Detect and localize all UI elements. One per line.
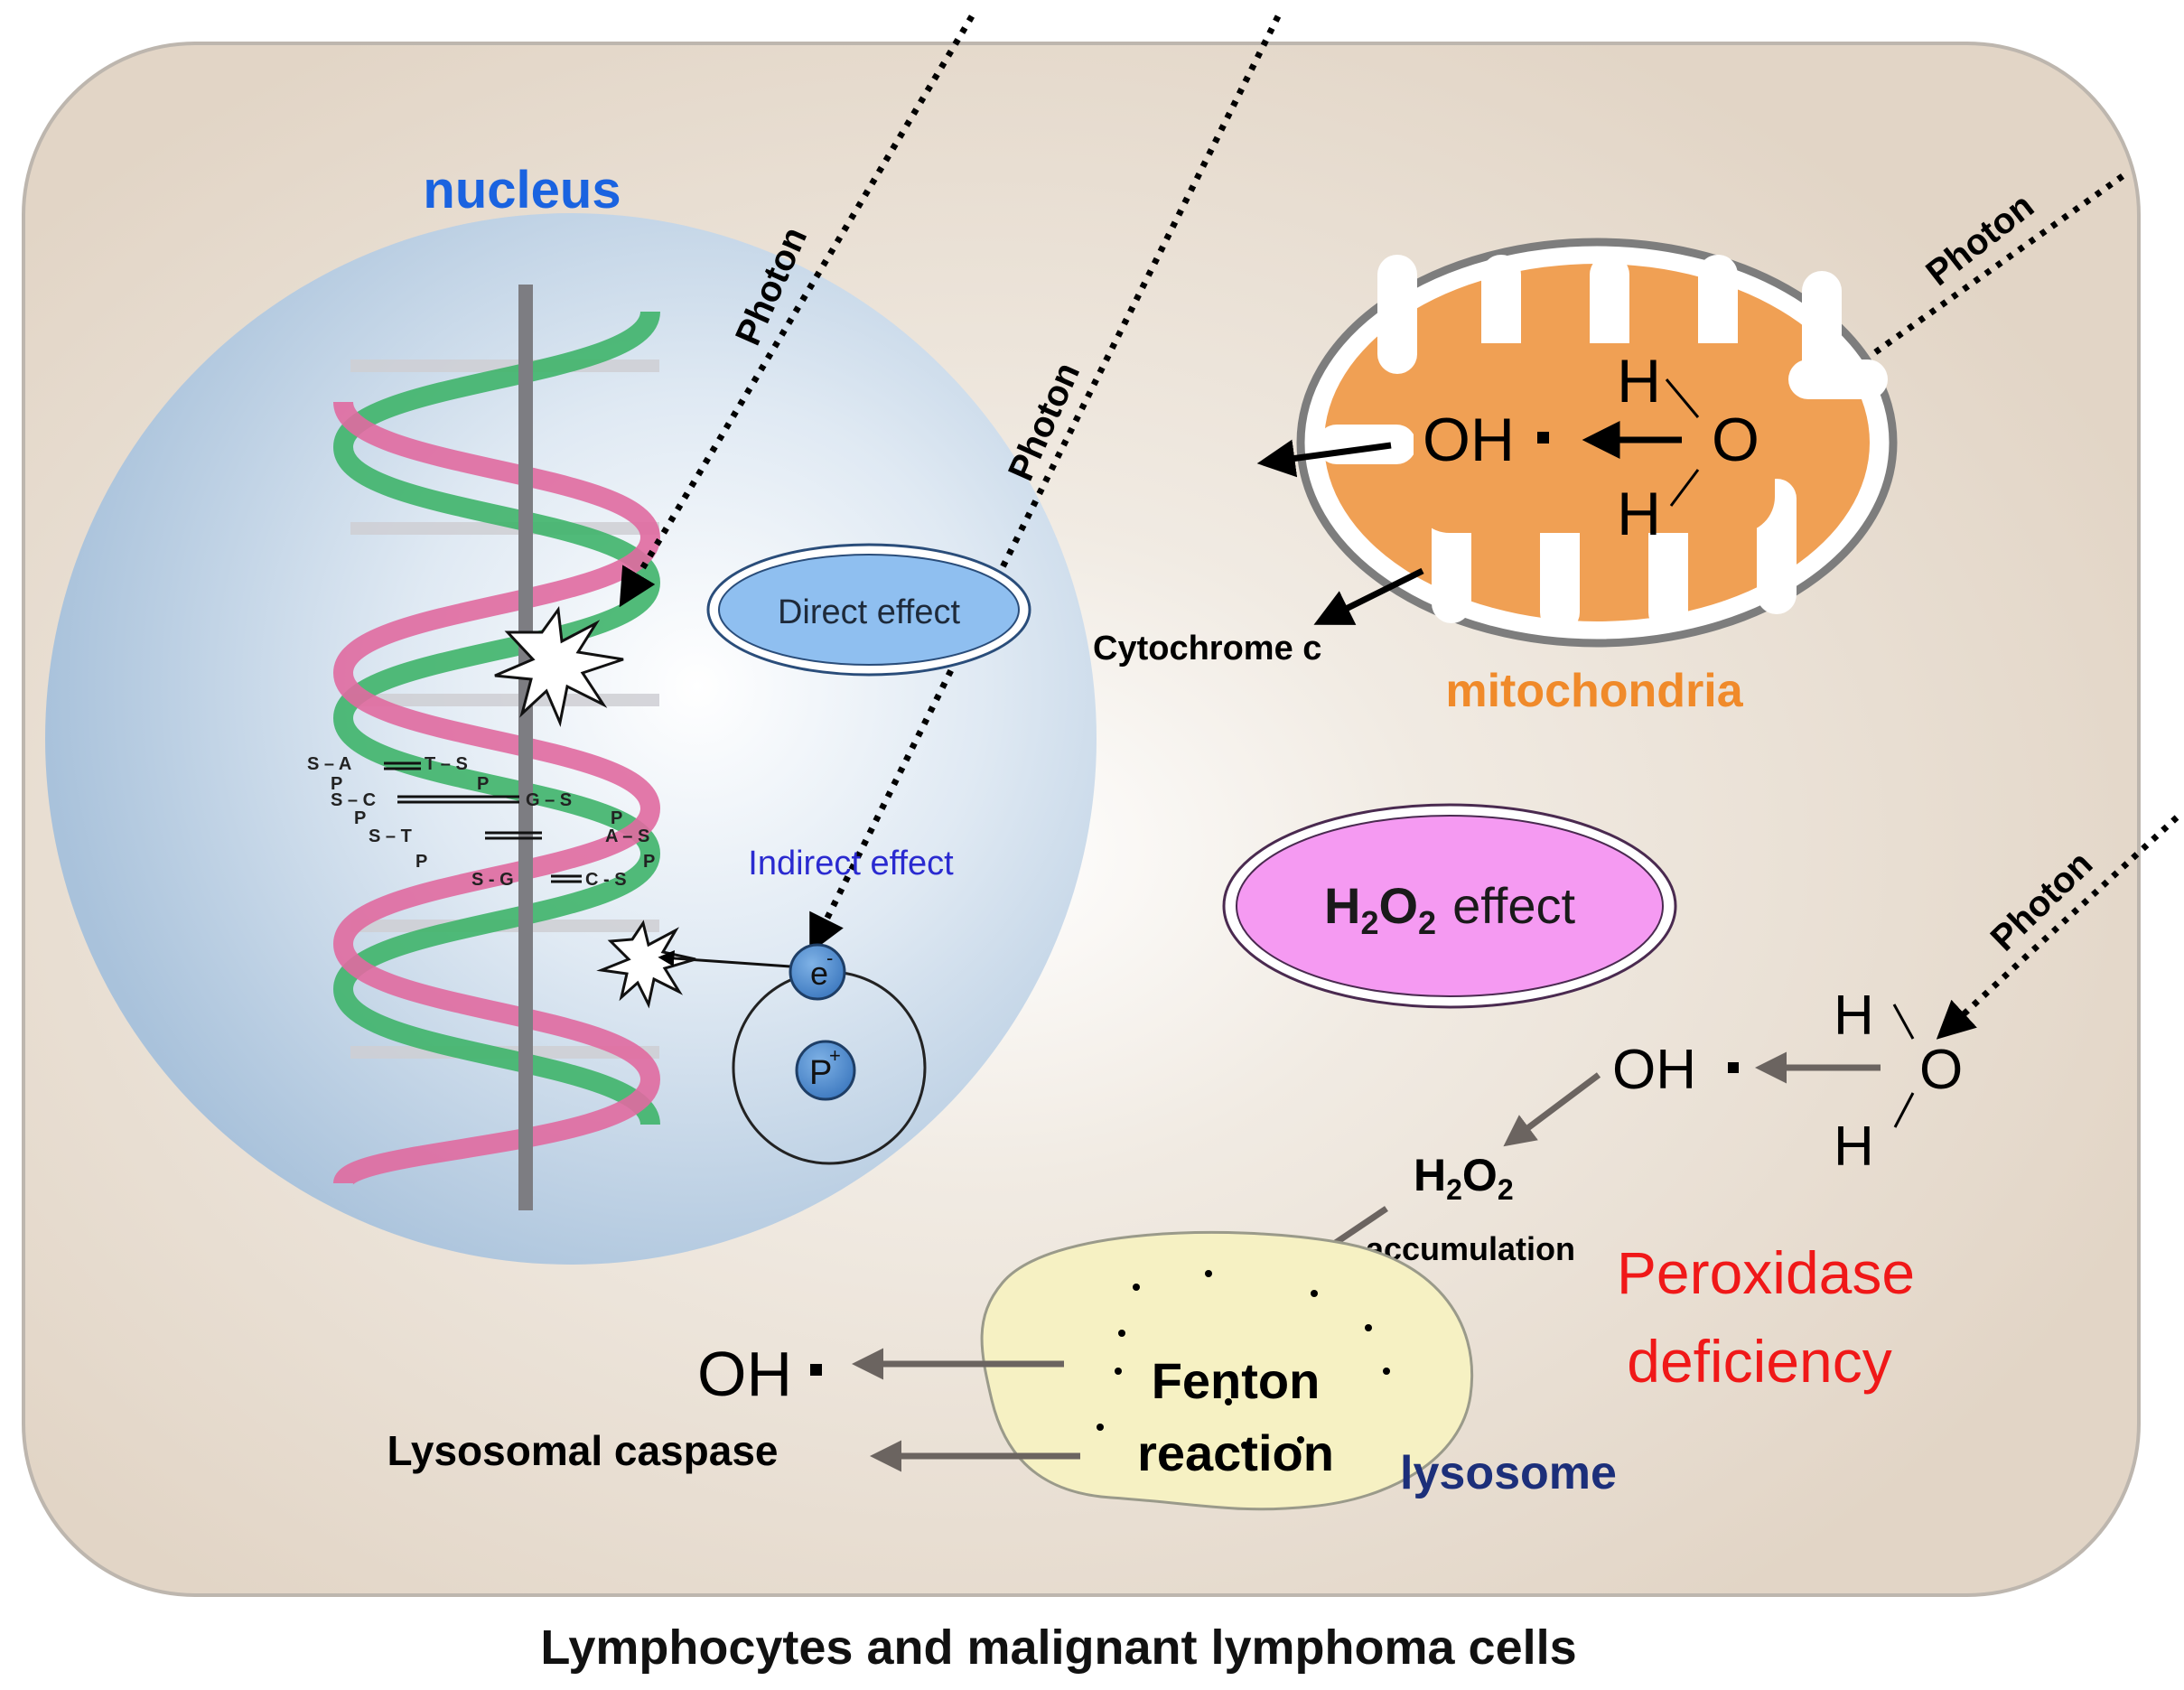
dna-base-pair: P	[354, 808, 366, 828]
lysosome-hydroxyl: OH	[697, 1339, 792, 1409]
electron-symbol: e	[810, 955, 828, 992]
proton-symbol: P	[809, 1054, 832, 1092]
mito-h-bottom: H	[1617, 480, 1661, 548]
electron-charge: -	[826, 947, 833, 969]
figure-caption: Lymphocytes and malignant lymphoma cells	[540, 1620, 1576, 1675]
dna-base-pair: T – S	[425, 754, 468, 774]
cyto-arrow-h2o2	[1503, 1072, 1601, 1147]
direct-effect-fill	[718, 554, 1020, 666]
dna-base-pair: P	[477, 774, 489, 794]
cyto-hydroxyl: OH	[1612, 1039, 1696, 1101]
h2o2-accumulation-formula: H2O2	[1414, 1150, 1514, 1206]
cyto-bond	[1892, 1004, 1915, 1040]
dna-base-pair: P	[331, 774, 342, 794]
dna-strand-pink	[332, 400, 661, 1187]
electron-to-dna-connector	[658, 950, 791, 968]
dna-strand-green	[332, 310, 661, 1126]
damage-burst-icon	[596, 920, 696, 1009]
peroxidase-line2: deficiency	[1627, 1328, 1892, 1395]
cyto-radical-dot	[1728, 1062, 1739, 1073]
dna-base-pair: P	[611, 808, 622, 828]
mito-bond	[1669, 469, 1700, 507]
h2o2-effect-fill	[1236, 815, 1664, 997]
lysosome-label: lysosome	[1400, 1447, 1617, 1499]
nucleus	[45, 213, 1097, 1265]
fenton-line1: Fenton	[1152, 1352, 1321, 1409]
dna-base-pair: S – A	[307, 754, 351, 774]
dna-base-pair: S - G	[471, 870, 514, 890]
dna-base-pair: S – C	[331, 790, 376, 810]
mito-arrow-oh-out	[1256, 439, 1392, 478]
mito-h-top: H	[1617, 347, 1661, 415]
proton-icon	[795, 1040, 856, 1101]
proton-charge: +	[829, 1044, 841, 1067]
dna-base-pair: C - S	[585, 870, 627, 890]
mito-radical-dot	[1537, 432, 1549, 444]
peroxidase-line1: Peroxidase	[1617, 1239, 1915, 1306]
mito-arrow-cyt	[1313, 567, 1424, 625]
mito-hydroxyl: OH	[1423, 406, 1515, 474]
indirect-effect-label: Indirect effect	[748, 845, 954, 882]
cyto-h-top: H	[1834, 985, 1874, 1047]
nucleus-label: nucleus	[423, 161, 621, 219]
dna-helix: S – A T – S P P S – C G – S P P S – T A …	[307, 285, 661, 1210]
mitochondria-label: mitochondria	[1445, 665, 1743, 717]
cyto-h-bottom: H	[1834, 1116, 1874, 1178]
dna-base-pair: P	[643, 852, 655, 872]
electron-icon	[789, 943, 846, 1001]
dna-base-pair: G – S	[526, 790, 572, 810]
fenton-line2: reaction	[1137, 1424, 1334, 1481]
cyto-oxygen: O	[1919, 1039, 1963, 1101]
lysosome-radical-dot	[810, 1364, 822, 1376]
lysosomal-caspase-label: Lysosomal caspase	[387, 1427, 779, 1474]
dna-base-pair: S – T	[369, 826, 412, 846]
dna-axis	[518, 285, 533, 1210]
dna-base-pair: P	[415, 852, 427, 872]
direct-effect-label: Direct effect	[778, 593, 960, 631]
photon-arrow	[619, 14, 975, 608]
damage-burst-icon	[494, 605, 624, 728]
lysosome	[980, 1230, 1473, 1511]
mito-bond	[1665, 378, 1700, 418]
mito-oxygen: O	[1712, 406, 1759, 474]
cytochrome-label: Cytochrome c	[1093, 630, 1321, 668]
cyto-bond	[1893, 1092, 1915, 1128]
photon-arrow	[809, 14, 1282, 954]
dna-base-pair: A – S	[605, 826, 649, 846]
lysosome-particles	[1097, 1270, 1390, 1449]
